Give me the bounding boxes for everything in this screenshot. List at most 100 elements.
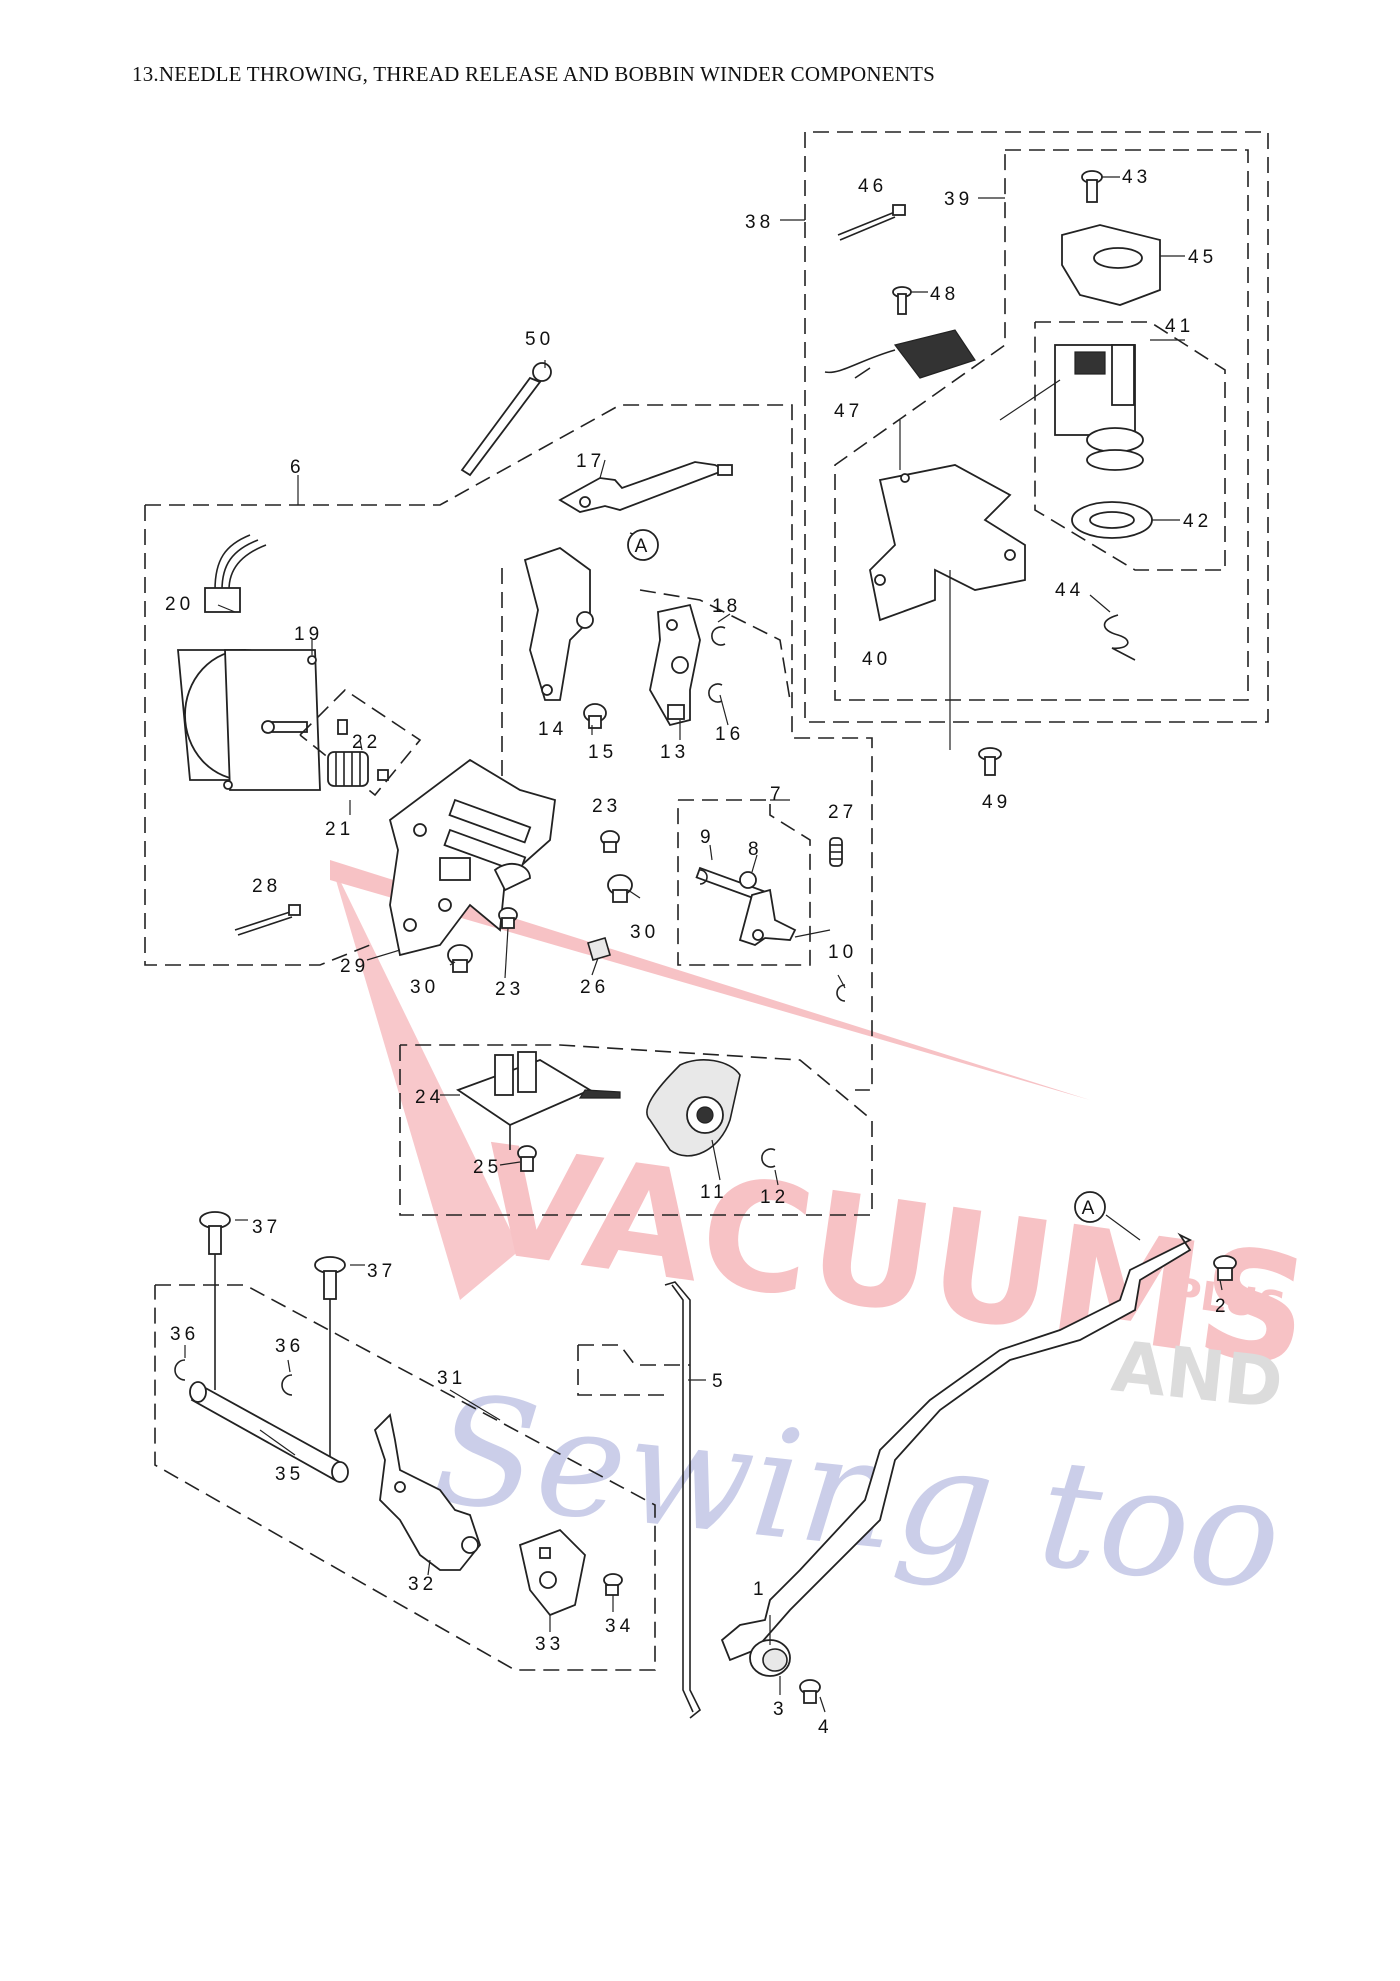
part-16-e-ring — [708, 683, 723, 703]
callout-38: 38 — [745, 212, 774, 233]
callout-20: 20 — [165, 594, 194, 615]
callout-25: 25 — [473, 1157, 502, 1178]
part-50-wire — [460, 362, 552, 477]
part-43-screw — [1081, 170, 1120, 203]
watermark-connector: AND — [1108, 1325, 1287, 1424]
group-7-subassembly — [677, 799, 846, 1002]
part-46-cable-tie — [837, 204, 906, 241]
part-8-shaft — [695, 866, 767, 903]
part-36-e-ring-left — [174, 1359, 186, 1381]
callout-9: 9 — [700, 827, 715, 848]
part-1-long-lever — [720, 1232, 1193, 1662]
part-14-lever — [523, 546, 594, 701]
callout-34: 34 — [605, 1616, 634, 1637]
callout-32: 32 — [408, 1574, 437, 1595]
callout-37-left: 37 — [252, 1217, 281, 1238]
part-15-screw — [583, 703, 607, 729]
callout-15: 15 — [588, 742, 617, 763]
callout-1: 1 — [753, 1579, 768, 1600]
part-32-lever — [373, 1413, 482, 1571]
part-21-gear — [299, 688, 422, 797]
callout-45: 45 — [1188, 247, 1217, 268]
callout-4: 4 — [818, 1717, 833, 1738]
callout-39: 39 — [944, 189, 973, 210]
part-11-cam — [646, 1059, 741, 1157]
callout-26: 26 — [580, 977, 609, 998]
part-4-screw — [799, 1679, 821, 1704]
part-29-base-plate — [388, 758, 556, 957]
callout-48: 48 — [930, 284, 959, 305]
callout-labels: 1 2 3 4 5 6 7 8 9 10 11 12 13 14 15 16 1… — [165, 167, 1230, 1738]
callout-33: 33 — [535, 1634, 564, 1655]
part-5-rod — [577, 1281, 702, 1719]
part-19-motor — [177, 649, 321, 791]
part-45-winder-cover — [1061, 224, 1185, 306]
part-20-connector — [204, 534, 267, 613]
callout-41: 41 — [1165, 316, 1194, 337]
callout-43: 43 — [1122, 167, 1151, 188]
callout-7: 7 — [770, 784, 785, 805]
part-30-screw-lower — [447, 944, 473, 973]
callout-40: 40 — [862, 649, 891, 670]
callout-36-right: 36 — [275, 1336, 304, 1357]
callout-14: 14 — [538, 719, 567, 740]
svg-text:A: A — [1082, 1198, 1099, 1219]
part-10-e-ring — [836, 984, 846, 1002]
part-22-set-screw — [337, 719, 389, 781]
callout-24: 24 — [415, 1087, 444, 1108]
callout-5: 5 — [712, 1371, 727, 1392]
part-23-screw-upper — [600, 830, 620, 853]
callout-6: 6 — [290, 457, 305, 478]
watermark: VACUUMS PLUS AND Sewing too — [330, 860, 1319, 1625]
callout-23-upper: 23 — [592, 796, 621, 817]
callout-17: 17 — [576, 451, 605, 472]
part-34-screw — [603, 1573, 623, 1596]
part-23-screw-lower — [498, 907, 518, 929]
callout-2: 2 — [1215, 1296, 1230, 1317]
part-36-e-ring-right — [281, 1374, 293, 1396]
reference-a-upper: A — [627, 529, 659, 561]
part-27-spring — [829, 837, 843, 867]
callout-29: 29 — [340, 956, 369, 977]
callout-36-left: 36 — [170, 1324, 199, 1345]
callout-18: 18 — [712, 596, 741, 617]
part-24-sensor-board — [456, 1051, 621, 1150]
page-title: 13.NEEDLE THROWING, THREAD RELEASE AND B… — [132, 62, 936, 86]
callout-49: 49 — [982, 792, 1011, 813]
callout-16: 16 — [715, 724, 744, 745]
part-49-screw — [978, 747, 1002, 776]
group-6-needle-throwing — [144, 404, 873, 1216]
callout-44: 44 — [1055, 580, 1084, 601]
callout-8: 8 — [748, 839, 763, 860]
callout-37-right: 37 — [367, 1261, 396, 1282]
part-30-screw-upper — [607, 874, 633, 903]
callout-47: 47 — [834, 401, 863, 422]
part-28-cable-tie — [234, 904, 301, 936]
part-41-winder-assembly — [1054, 339, 1185, 471]
group-38-bobbin-winder — [780, 131, 1269, 750]
callout-12: 12 — [760, 1187, 789, 1208]
callout-31: 31 — [437, 1368, 466, 1389]
part-25-screw — [517, 1145, 537, 1172]
callout-50: 50 — [525, 329, 554, 350]
part-7-lever — [738, 888, 797, 946]
part-3-collar — [749, 1639, 791, 1677]
part-26-nut — [587, 937, 611, 961]
part-33-plate — [518, 1528, 586, 1617]
callout-27: 27 — [828, 802, 857, 823]
part-37-screw-left — [199, 1211, 231, 1390]
reference-a-lower: A — [1074, 1191, 1106, 1223]
callout-3: 3 — [773, 1699, 788, 1720]
callout-22: 22 — [352, 732, 381, 753]
part-44-spring — [1089, 594, 1136, 661]
callout-11: 11 — [700, 1182, 728, 1203]
part-35-shaft — [189, 1381, 349, 1483]
part-40-bracket — [869, 464, 1026, 622]
callout-46: 46 — [858, 176, 887, 197]
part-48-screw — [892, 286, 928, 315]
svg-text:A: A — [635, 536, 652, 557]
callout-13: 13 — [660, 742, 689, 763]
part-37-screw-right — [314, 1256, 346, 1460]
part-42-washer — [1071, 501, 1180, 539]
